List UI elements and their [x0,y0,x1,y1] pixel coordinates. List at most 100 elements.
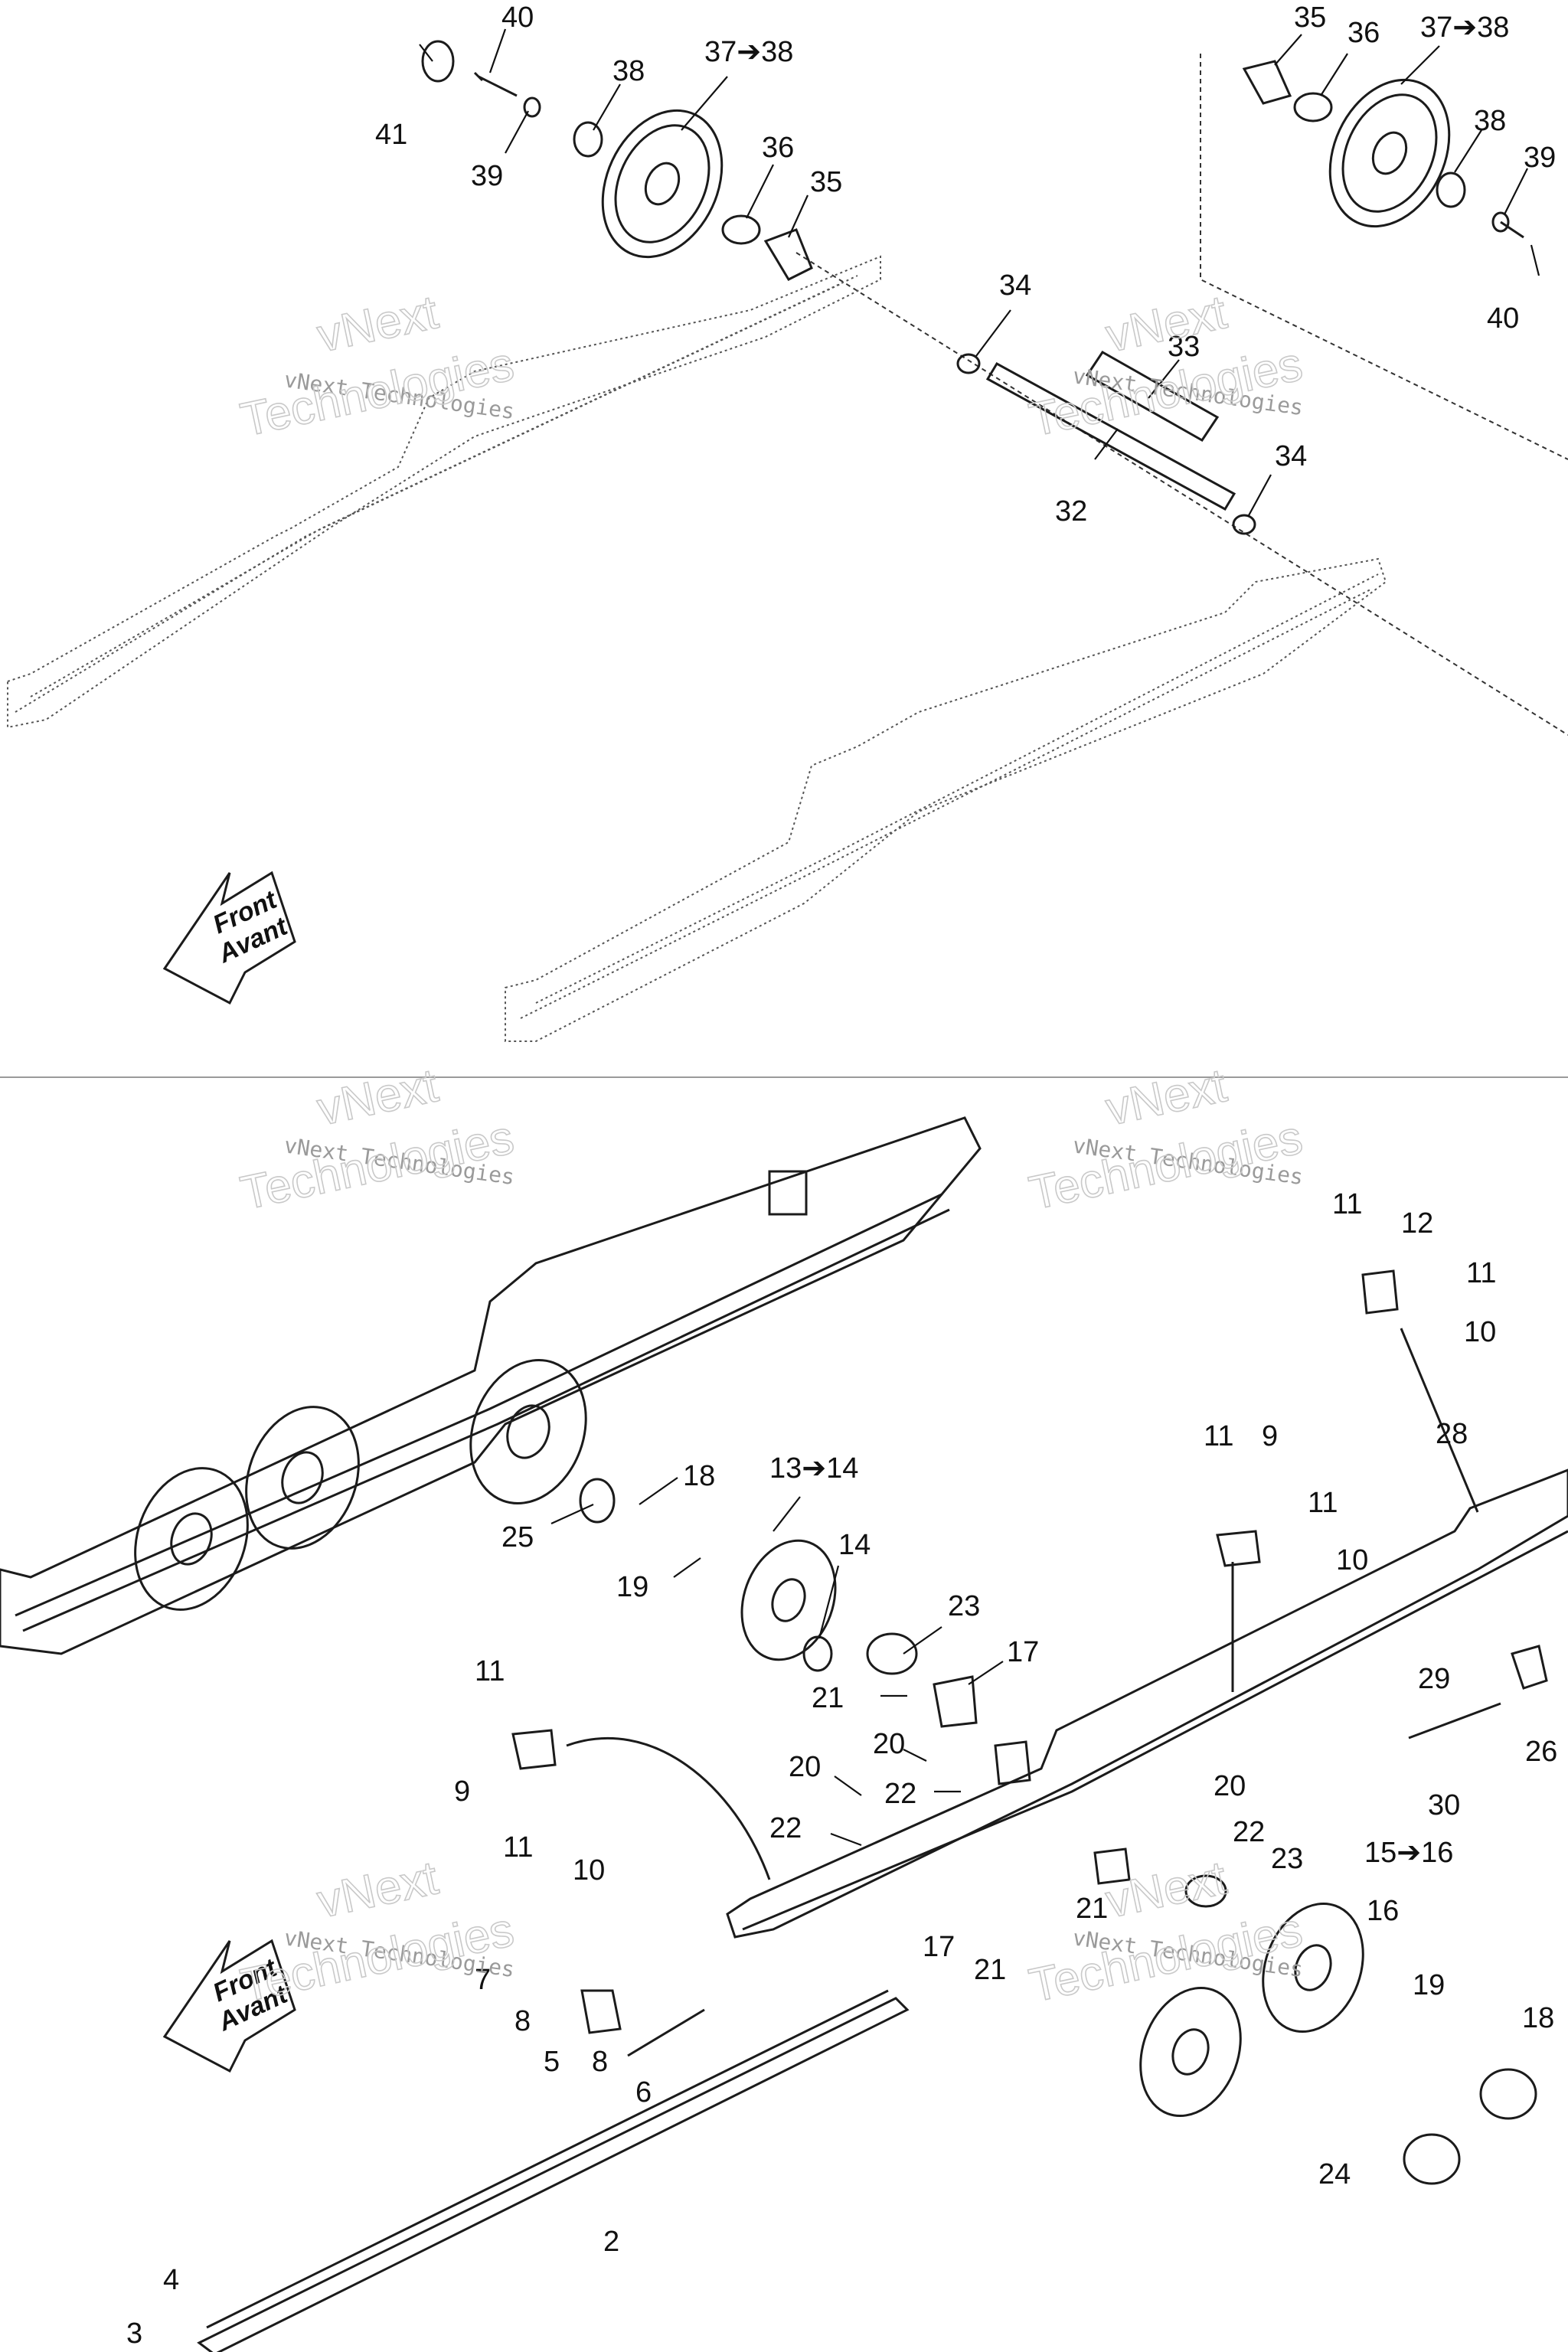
callout-8-right: 8 [592,2046,608,2078]
callout-32: 32 [1055,495,1087,528]
callout-9-b: 9 [1262,1420,1278,1452]
watermark-big-4b: Technologies [1025,1111,1307,1220]
callout-23-lower: 23 [1271,1843,1303,1875]
callout-11-f: 11 [1308,1487,1338,1519]
callout-33: 33 [1168,331,1200,363]
callout-22-b: 22 [769,1812,802,1844]
callout-9-a: 9 [454,1775,470,1808]
watermark-big-1a: vNext [313,286,443,362]
upper-panel: Front Avant [7,28,1568,1042]
watermark-big-2b: Technologies [1025,338,1307,447]
spacer-36-left [721,214,761,245]
callout-37-38-right: 37➔38 [1420,11,1509,44]
lower-leaders [550,1477,1004,1847]
callout-24: 24 [1318,2158,1351,2190]
callout-8-left: 8 [514,2005,531,2037]
callout-40-left: 40 [501,2,534,34]
phantom-frame-line [795,54,1568,736]
callout-2: 2 [603,2226,619,2258]
callout-4: 4 [163,2264,179,2296]
callout-10-a: 10 [573,1854,605,1886]
callout-10-c: 10 [1336,1544,1368,1576]
slider-shoe-2 [197,1989,910,2352]
callout-39-left: 39 [471,160,503,192]
washer-39-left [523,96,541,118]
callout-22-a: 22 [884,1778,916,1810]
shaft-32 [985,361,1236,511]
watermark-big-4a: vNext [1102,1059,1231,1135]
callout-23-upper: 23 [948,1590,980,1622]
callout-30: 30 [1428,1789,1460,1821]
callout-40-right: 40 [1487,302,1519,335]
axle-bracket-35-left [763,228,813,281]
spacer-36-right [1293,92,1333,122]
callout-19-upper: 19 [616,1571,648,1603]
callout-10-b: 10 [1464,1316,1496,1348]
callout-16: 16 [1367,1895,1399,1927]
callout-18-lower: 18 [1522,2002,1554,2034]
callout-21-upper: 21 [812,1682,844,1714]
callout-14: 14 [838,1529,871,1561]
callout-11-b: 11 [503,1831,533,1864]
callout-11-c: 11 [1332,1188,1362,1220]
callout-7: 7 [475,1964,491,1996]
callout-34-left: 34 [999,270,1031,302]
exploded-rail-right [726,1468,1568,2118]
callout-35-left: 35 [810,166,842,198]
callout-12: 12 [1401,1207,1433,1240]
bolt-40-right [1500,220,1524,239]
callout-15-16: 15➔16 [1364,1837,1453,1869]
callout-11-a: 11 [475,1655,505,1687]
callout-21-mid: 21 [1076,1893,1108,1925]
callout-20-a: 20 [873,1728,905,1760]
watermark-big-6a: vNext [1102,1851,1231,1928]
callout-5: 5 [544,2046,560,2078]
callout-22-c: 22 [1233,1816,1265,1848]
bolt-40-left [473,71,518,97]
lower-panel: Front Avant [0,1116,1568,2352]
callout-25: 25 [501,1521,534,1553]
callout-19-lower: 19 [1413,1969,1445,2001]
idler-wheel-upper-right [1328,78,1451,228]
right-rail-phantom [505,557,1387,1042]
assembled-rail-left [0,1116,982,1655]
callout-38-right: 38 [1474,105,1506,137]
callout-20-b: 20 [789,1751,821,1783]
callout-34-right: 34 [1275,440,1307,472]
watermark-big-1b: Technologies [237,338,518,447]
watermark-big-3b: Technologies [237,1111,518,1220]
left-rail-phantom [7,255,881,729]
callout-39-right: 39 [1524,142,1556,174]
bearing-38-right [1436,172,1466,208]
callout-17-upper: 17 [1007,1636,1039,1668]
callout-3: 3 [126,2318,142,2350]
washer-34-left [956,353,981,374]
callout-20-c: 20 [1214,1770,1246,1802]
callout-11-d: 11 [1466,1257,1496,1289]
callout-21-lower: 21 [974,1954,1006,1986]
small-parts-lower [511,1269,1548,2185]
idler-wheel-upper-left [601,109,724,259]
callout-13-14: 13➔14 [769,1452,858,1485]
watermark-big-5b: Technologies [237,1903,518,2013]
washer-39-right [1491,211,1510,233]
watermark-big-5a: vNext [313,1851,443,1928]
ring-41 [421,40,455,83]
callout-36-left: 36 [762,132,794,164]
washer-34-right [1232,514,1256,535]
watermark-big-2a: vNext [1102,286,1231,362]
callout-6: 6 [635,2076,652,2109]
callout-37-38-left: 37➔38 [704,36,793,68]
callout-36-right: 36 [1348,17,1380,49]
callout-labels: 41 40 39 38 37➔38 36 35 34 33 32 34 35 3… [126,2,1557,2350]
watermark-big-3a: vNext [313,1059,443,1135]
front-direction-arrow: Front Avant [162,871,296,1005]
callout-29: 29 [1418,1663,1450,1695]
callout-11-e: 11 [1204,1420,1233,1452]
upper-leaders [419,28,1540,518]
tube-33 [1085,351,1220,442]
callout-26: 26 [1525,1736,1557,1768]
callout-35-right: 35 [1294,2,1326,34]
callout-17-lower: 17 [923,1931,955,1963]
